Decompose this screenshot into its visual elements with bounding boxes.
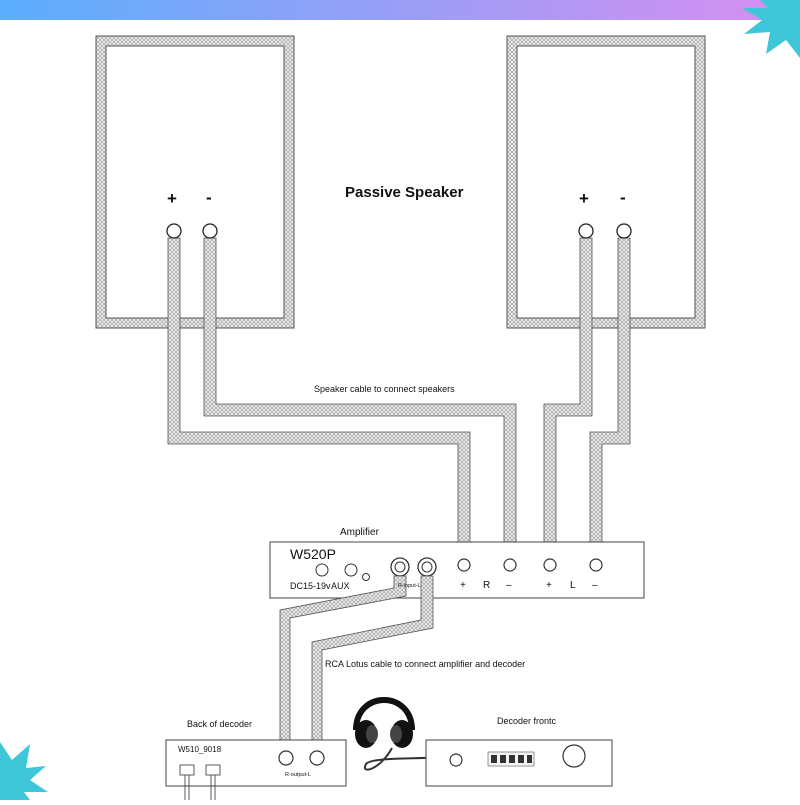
amp-l-label: L — [570, 580, 576, 591]
splash-decoration-icon — [742, 0, 800, 58]
amplifier-box — [269, 541, 645, 599]
decoder-back-section-label: Back of decoder — [187, 719, 253, 729]
amp-r-label: R — [483, 580, 491, 591]
splash-decoration-icon — [0, 742, 48, 800]
decoder-back-box — [165, 739, 347, 800]
amplifier-section-label: Amplifier — [340, 527, 379, 538]
amplifier-aux-label: AUX — [331, 581, 350, 591]
speaker-cable-label: Speaker cable to connect speakers — [314, 384, 455, 394]
amplifier-power-label: DC15-19v — [290, 581, 331, 591]
decoder-back-model-label: W510_9018 — [178, 745, 222, 754]
speaker-terminals — [166, 223, 632, 239]
amp-l-minus-label: – — [592, 580, 598, 591]
decoder-output-label: R-output-L — [285, 772, 311, 778]
left-speaker-minus-label: - — [206, 188, 212, 207]
amplifier-input-label: R-input-L — [398, 583, 421, 589]
top-gradient-bar — [0, 0, 800, 20]
right-passive-speaker — [506, 35, 706, 329]
passive-speaker-title: Passive Speaker — [345, 184, 464, 201]
left-passive-speaker — [95, 35, 295, 329]
decoder-front-box — [425, 739, 613, 787]
amp-l-plus-label: + — [546, 580, 552, 591]
amp-r-plus-label: + — [460, 580, 466, 591]
right-speaker-minus-label: - — [620, 188, 626, 207]
decoder-front-section-label: Decoder frontc — [497, 716, 557, 726]
amplifier-model-label: W520P — [290, 546, 336, 562]
rca-cable-label: RCA Lotus cable to connect amplifier and… — [325, 659, 526, 669]
right-speaker-plus-label: + — [579, 189, 589, 208]
left-speaker-plus-label: + — [167, 189, 177, 208]
amp-r-minus-label: – — [506, 580, 512, 591]
